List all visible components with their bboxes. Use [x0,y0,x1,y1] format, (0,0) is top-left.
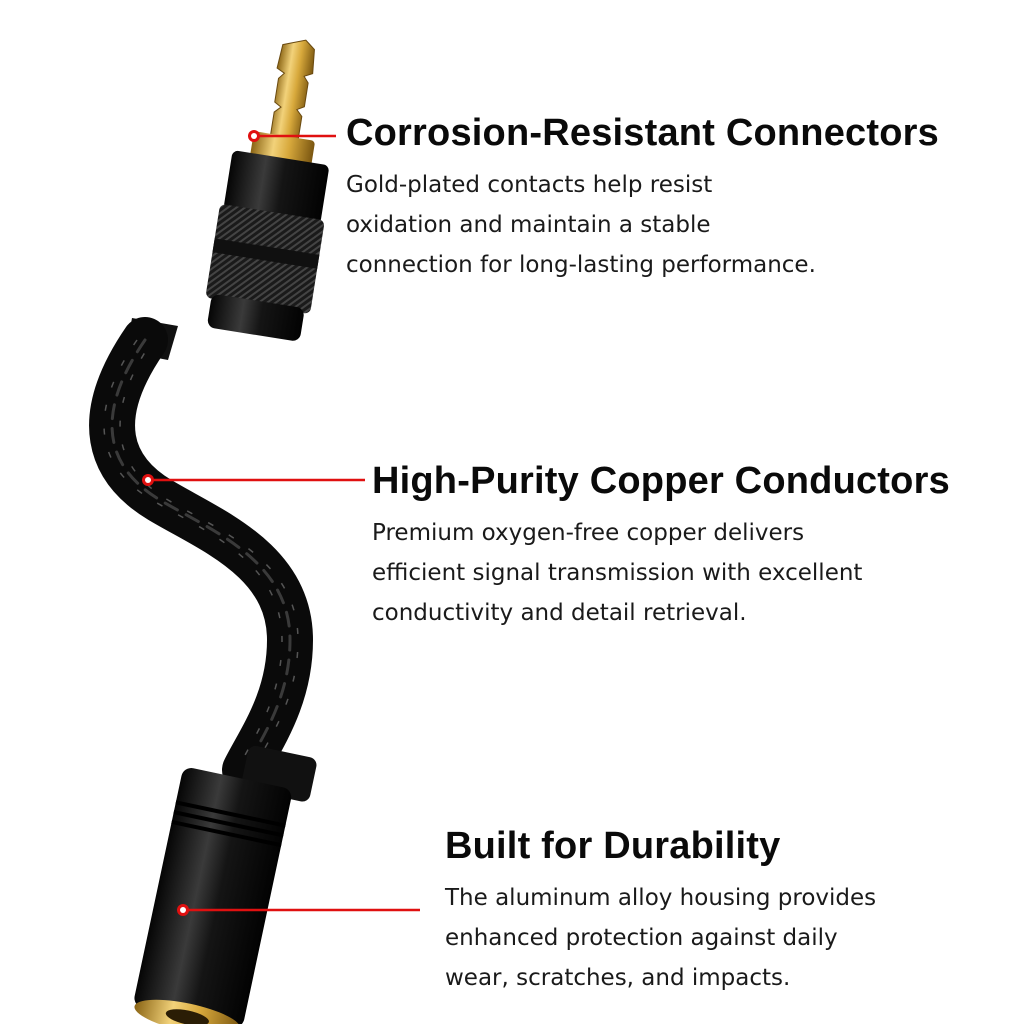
callout-2 [142,474,365,486]
description-line: connection for long-lasting performance. [346,252,816,278]
feature-conductors: High-Purity Copper Conductors Premium ox… [372,460,950,633]
braided-cable [89,317,314,793]
callout-3 [177,904,420,916]
feature-description: Gold-plated contacts help resist oxidati… [346,165,939,285]
plug-housing [224,150,329,224]
description-line: The aluminum alloy housing provides [445,885,877,911]
feature-title: Corrosion-Resistant Connectors [346,112,939,154]
description-line: enhanced protection against daily [445,925,838,951]
description-line: conductivity and detail retrieval. [372,600,747,626]
male-plug [206,39,329,341]
female-jack [134,745,317,1024]
plug-tail [207,294,304,341]
jack-housing [134,768,292,1024]
feature-durability: Built for Durability The aluminum alloy … [445,825,876,998]
feature-description: The aluminum alloy housing provides enha… [445,878,876,998]
description-line: Gold-plated contacts help resist [346,172,713,198]
description-line: Premium oxygen-free copper delivers [372,520,805,546]
description-line: efficient signal transmission with excel… [372,560,863,586]
gold-tip [269,39,315,145]
feature-title: High-Purity Copper Conductors [372,460,950,502]
feature-connectors: Corrosion-Resistant Connectors Gold-plat… [346,112,939,285]
feature-description: Premium oxygen-free copper delivers effi… [372,513,950,633]
feature-title: Built for Durability [445,825,781,867]
callout-1 [248,130,336,142]
description-line: oxidation and maintain a stable [346,212,711,238]
description-line: wear, scratches, and impacts. [445,965,791,991]
